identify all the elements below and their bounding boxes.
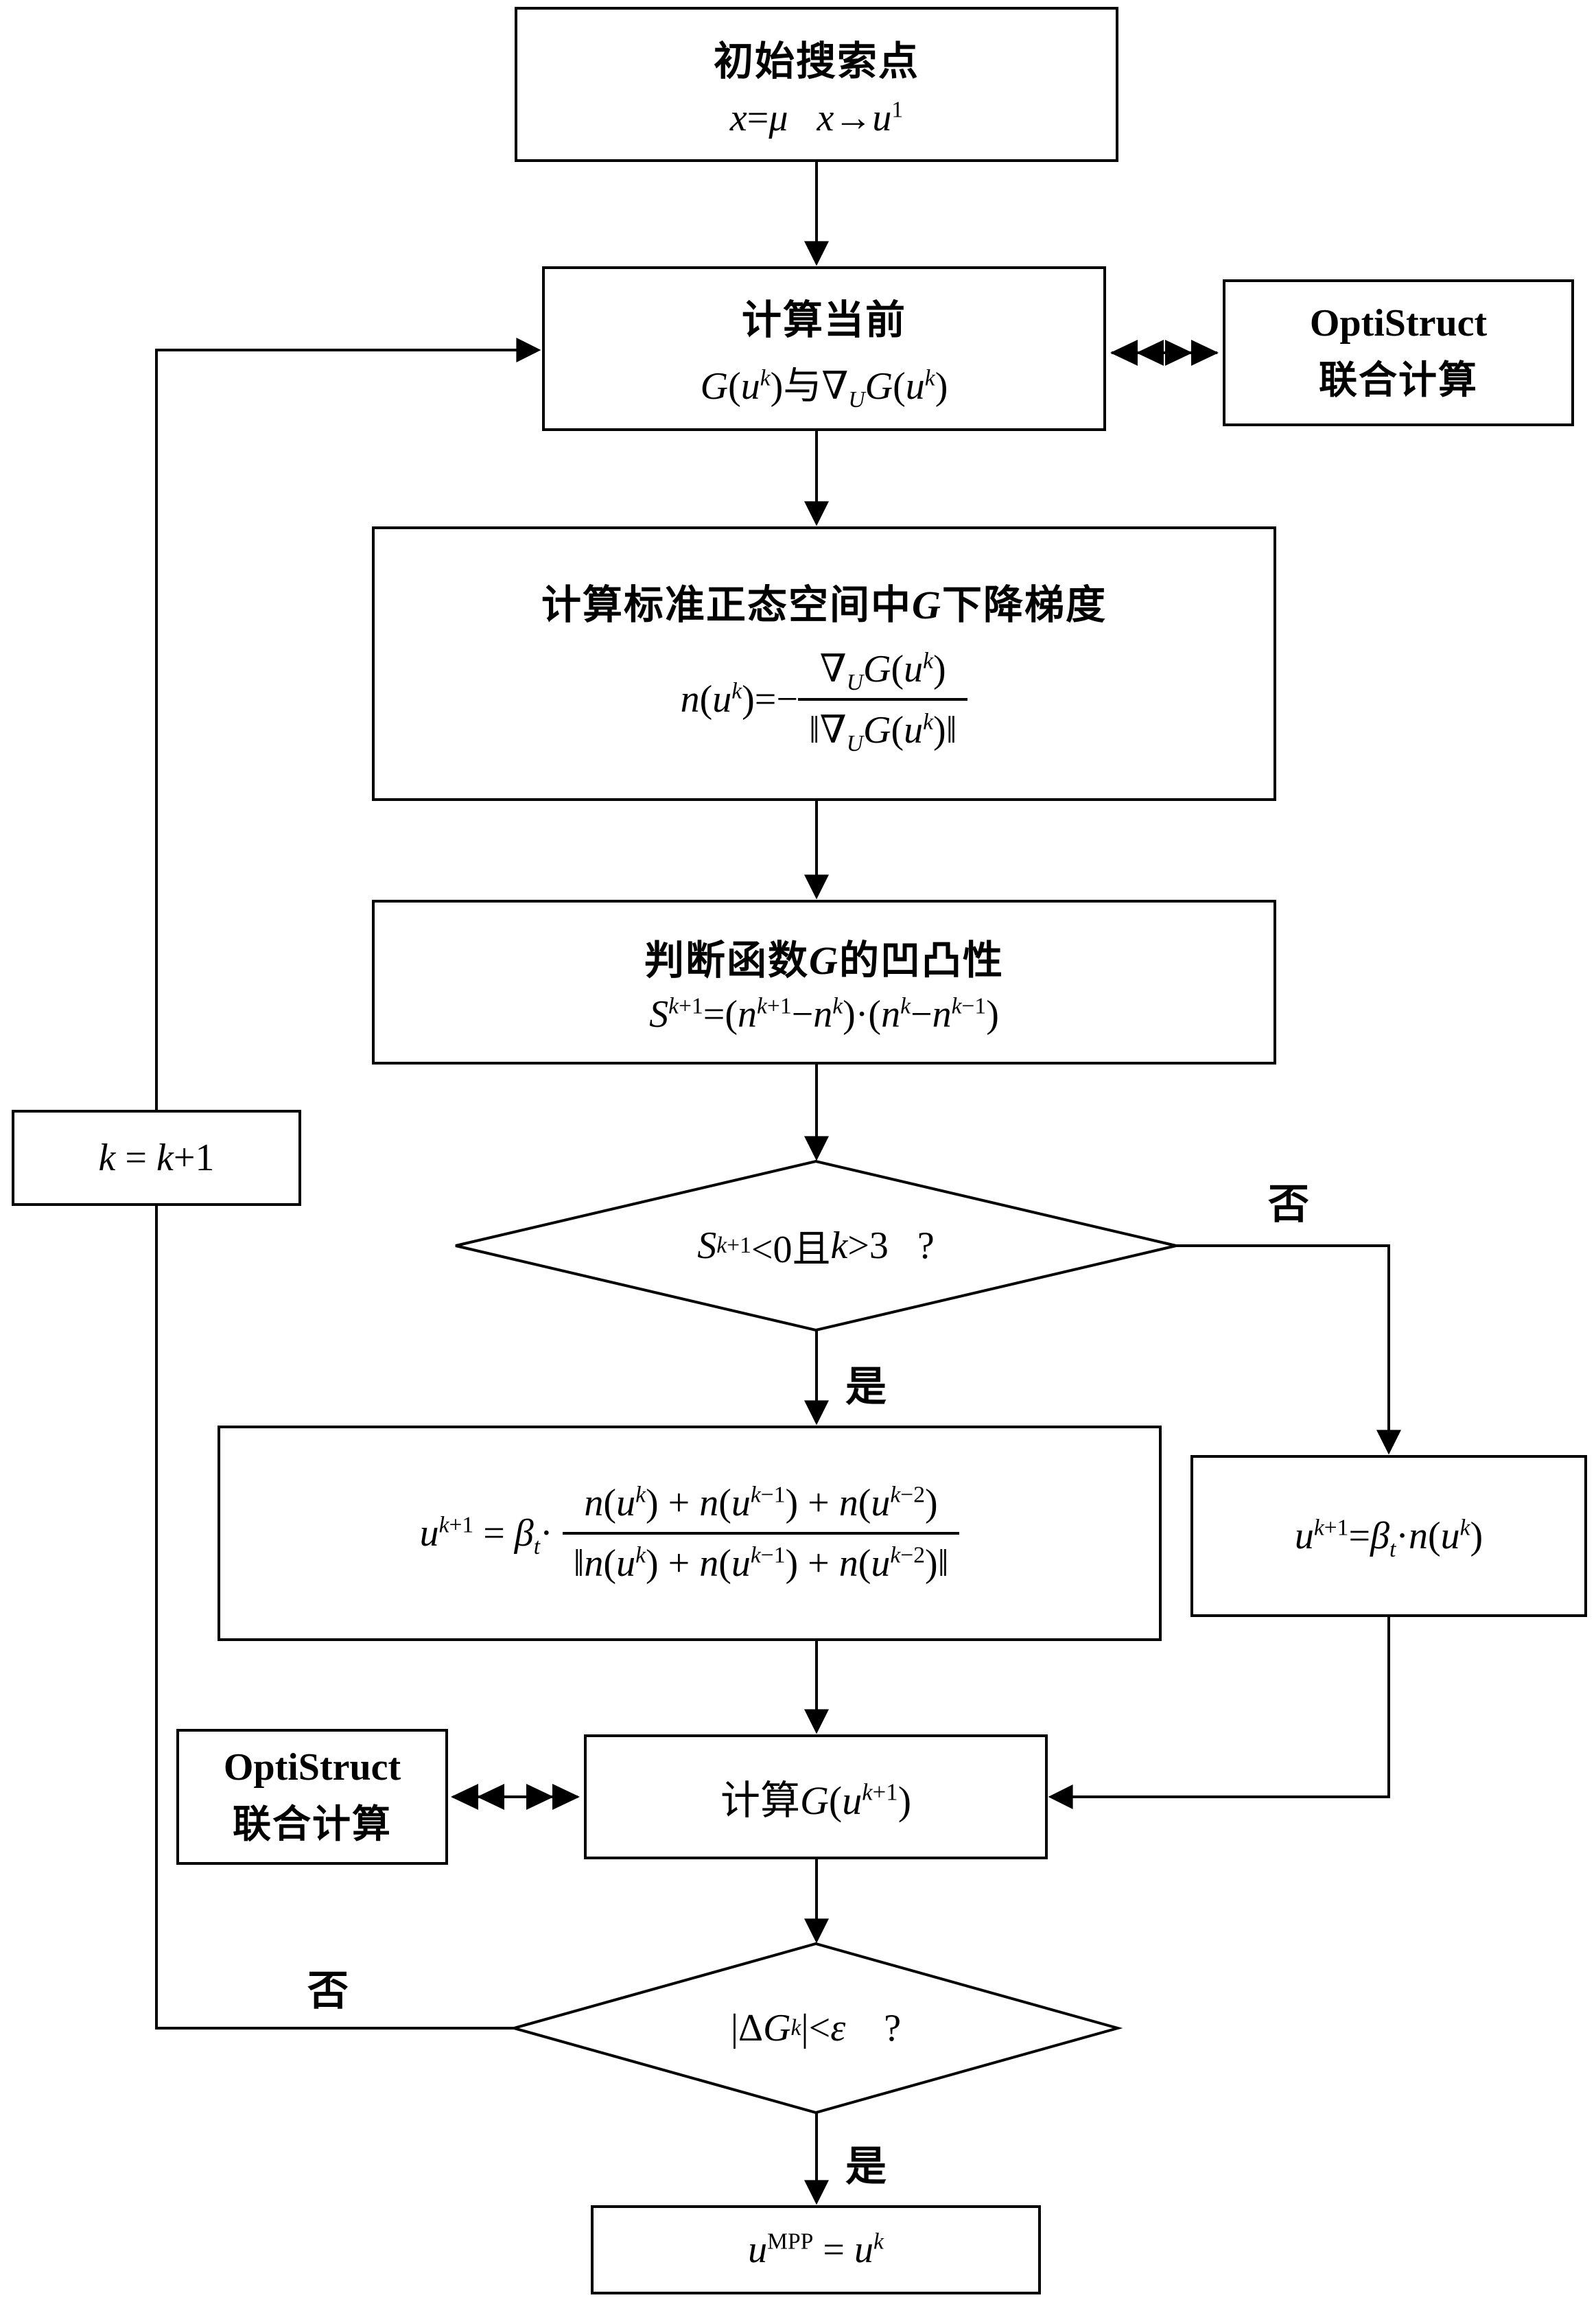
arrowhead-left-icon: [451, 1784, 478, 1810]
node-three-point-step: uk+1 = βt· n(uk) + n(uk−1) + n(uk−2) ‖n(…: [218, 1426, 1162, 1641]
co-simulation-label: 联合计算: [1319, 359, 1478, 402]
edge-label-yes-convex: 是: [845, 1364, 887, 1410]
edge-label-no-convex: 否: [1268, 1182, 1309, 1227]
arrowhead-right-icon: [1165, 340, 1193, 366]
fraction: n(uk) + n(uk−1) + n(uk−2) ‖n(uk) + n(uk−…: [562, 1478, 960, 1588]
fraction-denominator: ‖n(uk) + n(uk−1) + n(uk−2)‖: [562, 1532, 960, 1588]
arrowhead-left-icon: [477, 1784, 504, 1810]
fraction: ∇UG(uk) ‖∇UG(uk)‖: [797, 644, 968, 755]
fraction-numerator: n(uk) + n(uk−1) + n(uk−2): [584, 1482, 938, 1524]
arrowhead-left-icon: [1110, 340, 1138, 366]
optistruct-label: OptiStruct: [1309, 301, 1488, 345]
arrowhead-right-icon: [1191, 340, 1219, 366]
arrowhead-left-icon: [1136, 340, 1164, 366]
fraction-numerator: ∇UG(uk): [819, 648, 946, 696]
node-title: 判断函数G的凹凸性: [644, 938, 1004, 983]
arrow-singlestep-to-computeg: [1048, 1617, 1390, 1809]
node-formula: G(uk)与∇UG(uk): [700, 364, 948, 412]
arrowhead-right-icon: [526, 1784, 554, 1810]
edge-label-no-converge: 否: [307, 1968, 349, 2014]
arrowhead-right-icon: [552, 1784, 580, 1810]
optistruct-label: OptiStruct: [223, 1745, 401, 1789]
formula-lhs: n(uk)=−: [680, 678, 798, 721]
node-gradient: 计算标准正态空间中G下降梯度 n(uk)=− ∇UG(uk) ‖∇UG(uk)‖: [372, 526, 1276, 801]
node-formula: k = k+1: [98, 1137, 215, 1179]
node-convexity-check: 判断函数G的凹凸性 Sk+1=(nk+1−nk)·(nk−nk−1): [372, 900, 1276, 1065]
fraction-denominator: ‖∇UG(uk)‖: [797, 698, 968, 755]
node-optistruct-right: OptiStruct 联合计算: [1223, 279, 1574, 426]
node-formula: uk+1 = βt· n(uk) + n(uk−1) + n(uk−2) ‖n(…: [420, 1478, 960, 1588]
node-formula: 计算G(uk+1): [720, 1778, 912, 1823]
node-formula: x=μ x→u1: [729, 97, 904, 139]
node-single-step: uk+1=βt·n(uk): [1190, 1455, 1587, 1617]
node-formula: uk+1=βt·n(uk): [1294, 1515, 1483, 1563]
co-simulation-label: 联合计算: [233, 1803, 392, 1846]
node-title: 计算标准正态空间中G下降梯度: [541, 583, 1107, 627]
node-title: 初始搜索点: [713, 39, 919, 84]
node-increment-k: k = k+1: [12, 1110, 301, 1206]
node-formula: uMPP = uk: [748, 2229, 884, 2271]
arrow-decision-no-to-singlestep: [1176, 1244, 1401, 1455]
edge-label-yes-converge: 是: [845, 2144, 887, 2189]
node-result-mpp: uMPP = uk: [591, 2205, 1041, 2294]
formula-lhs: uk+1 = βt·: [419, 1512, 563, 1560]
node-formula: Sk+1=(nk+1−nk)·(nk−nk−1): [649, 993, 999, 1036]
node-initial-search-point: 初始搜索点 x=μ x→u1: [515, 7, 1118, 162]
node-formula: n(uk)=− ∇UG(uk) ‖∇UG(uk)‖: [681, 644, 968, 755]
node-title: 计算当前: [741, 297, 906, 342]
node-compute-g-next: 计算G(uk+1): [584, 1734, 1048, 1859]
decision-convergence-shape: [508, 1942, 1123, 2115]
node-optistruct-left: OptiStruct 联合计算: [176, 1729, 448, 1865]
node-compute-current: 计算当前 G(uk)与∇UG(uk): [542, 266, 1106, 431]
